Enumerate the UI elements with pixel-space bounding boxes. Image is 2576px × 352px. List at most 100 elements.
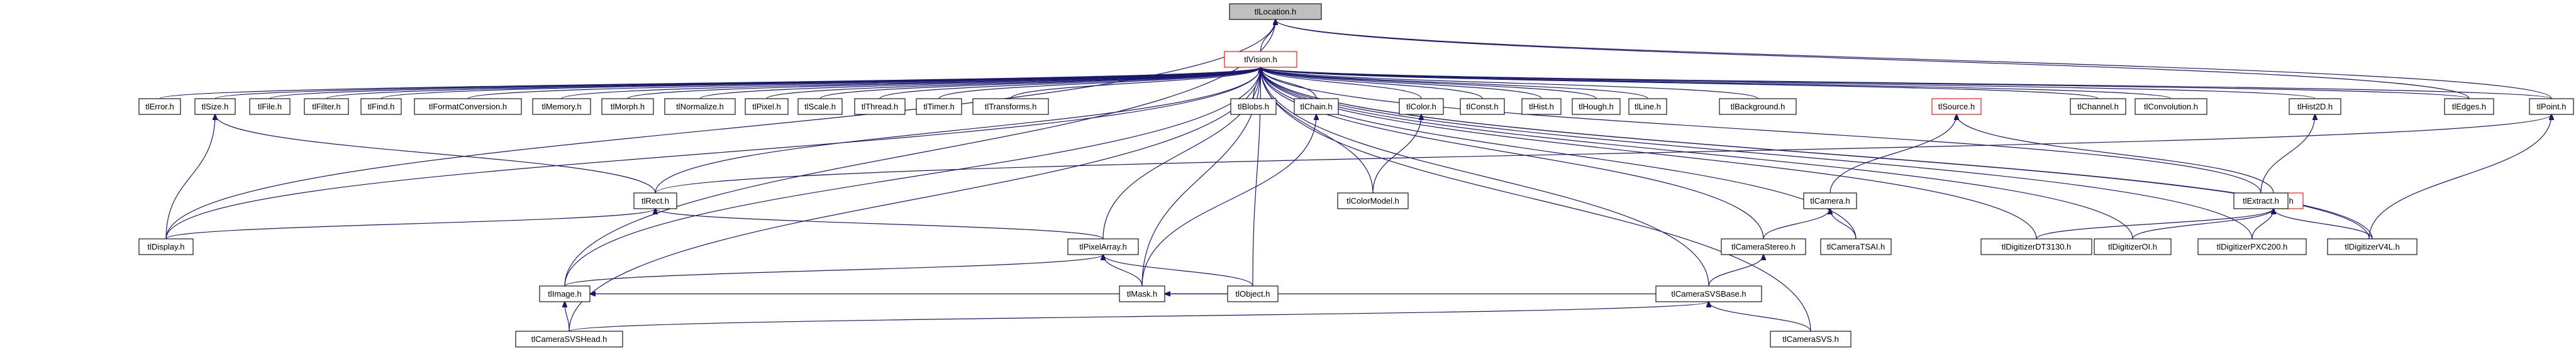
node-tl-mask[interactable]: tlMask.h	[1119, 285, 1165, 302]
node-box[interactable]	[360, 98, 402, 115]
node-box[interactable]	[194, 98, 236, 115]
node-box[interactable]	[304, 98, 349, 115]
node-box[interactable]	[745, 98, 789, 115]
node-tl-digitizer-v4-l[interactable]: tlDigitizerV4L.h	[2327, 238, 2418, 255]
node-tl-hist[interactable]: tlHist.h	[1521, 98, 1562, 115]
node-tl-camera-svs-base[interactable]: tlCameraSVSBase.h	[1655, 285, 1762, 302]
node-box[interactable]	[2444, 98, 2494, 115]
node-box[interactable]	[1770, 331, 1852, 348]
node-box[interactable]	[1521, 98, 1562, 115]
node-tl-background[interactable]: tlBackground.h	[1719, 98, 1797, 115]
node-box[interactable]	[2197, 238, 2307, 255]
node-box[interactable]	[664, 98, 736, 115]
node-tl-thread[interactable]: tlThread.h	[854, 98, 906, 115]
node-box[interactable]	[1224, 51, 1297, 68]
node-box[interactable]	[2529, 98, 2574, 115]
node-tl-pixel[interactable]: tlPixel.h	[745, 98, 789, 115]
node-tl-format-conversion[interactable]: tlFormatConversion.h	[414, 98, 522, 115]
node-box[interactable]	[539, 285, 591, 302]
node-tl-camera-svs-head[interactable]: tlCameraSVSHead.h	[515, 331, 623, 348]
node-label: tlDigitizerPXC200.h	[2217, 242, 2288, 251]
node-box[interactable]	[1227, 285, 1279, 302]
node-tl-source[interactable]: tlSource.h	[1931, 98, 1982, 115]
node-tl-edges[interactable]: tlEdges.h	[2444, 98, 2494, 115]
node-box[interactable]	[249, 98, 291, 115]
node-tl-convolution[interactable]: tlConvolution.h	[2135, 98, 2207, 115]
edge-tl-display-to-tl-vision	[165, 67, 1261, 239]
node-tl-digitizer-dt3130[interactable]: tlDigitizerDT3130.h	[1980, 238, 2092, 255]
node-tl-digitizer-pxc200[interactable]: tlDigitizerPXC200.h	[2197, 238, 2307, 255]
node-box[interactable]	[1229, 3, 1322, 20]
node-tl-color[interactable]: tlColor.h	[1399, 98, 1444, 115]
node-tl-file[interactable]: tlFile.h	[249, 98, 291, 115]
node-box[interactable]	[2233, 192, 2289, 209]
node-tl-hough[interactable]: tlHough.h	[1572, 98, 1621, 115]
node-box[interactable]	[854, 98, 906, 115]
node-box[interactable]	[1119, 285, 1165, 302]
node-box[interactable]	[1294, 98, 1339, 115]
node-tl-object[interactable]: tlObject.h	[1227, 285, 1279, 302]
node-tl-display[interactable]: tlDisplay.h	[138, 238, 194, 255]
node-tl-find[interactable]: tlFind.h	[360, 98, 402, 115]
node-tl-extract[interactable]: tlExtract.h	[2233, 192, 2289, 209]
node-box[interactable]	[1572, 98, 1621, 115]
node-tl-memory[interactable]: tlMemory.h	[532, 98, 591, 115]
node-tl-transforms[interactable]: tlTransforms.h	[972, 98, 1049, 115]
node-tl-image[interactable]: tlImage.h	[539, 285, 591, 302]
node-box[interactable]	[972, 98, 1049, 115]
node-box[interactable]	[1460, 98, 1505, 115]
node-tl-pixel-array[interactable]: tlPixelArray.h	[1067, 238, 1139, 255]
node-box[interactable]	[515, 331, 623, 348]
node-tl-camera-tsai[interactable]: tlCameraTSAI.h	[1820, 238, 1892, 255]
node-label: tlLocation.h	[1255, 7, 1297, 16]
node-box[interactable]	[1655, 285, 1762, 302]
node-box[interactable]	[1399, 98, 1444, 115]
node-tl-normalize[interactable]: tlNormalize.h	[664, 98, 736, 115]
node-box[interactable]	[2070, 98, 2126, 115]
node-tl-location[interactable]: tlLocation.h	[1229, 3, 1322, 20]
node-box[interactable]	[414, 98, 522, 115]
node-box[interactable]	[1980, 238, 2092, 255]
node-tl-size[interactable]: tlSize.h	[194, 98, 236, 115]
node-box[interactable]	[1820, 238, 1892, 255]
node-tl-scale[interactable]: tlScale.h	[797, 98, 843, 115]
node-box[interactable]	[1067, 238, 1139, 255]
node-tl-point[interactable]: tlPoint.h	[2529, 98, 2574, 115]
node-tl-camera-stereo[interactable]: tlCameraStereo.h	[1721, 238, 1806, 255]
node-tl-blobs[interactable]: tlBlobs.h	[1230, 98, 1277, 115]
node-box[interactable]	[1230, 98, 1277, 115]
node-tl-error[interactable]: tlError.h	[138, 98, 181, 115]
node-tl-camera-svs[interactable]: tlCameraSVS.h	[1770, 331, 1852, 348]
node-tl-filter[interactable]: tlFilter.h	[304, 98, 349, 115]
node-box[interactable]	[138, 98, 181, 115]
node-label: tlExtract.h	[2243, 196, 2279, 206]
node-tl-camera[interactable]: tlCamera.h	[1803, 192, 1857, 209]
node-box[interactable]	[601, 98, 654, 115]
node-box[interactable]	[1931, 98, 1982, 115]
node-box[interactable]	[2094, 238, 2172, 255]
node-box[interactable]	[2289, 98, 2341, 115]
node-box[interactable]	[1803, 192, 1857, 209]
node-box[interactable]	[633, 192, 677, 209]
node-tl-morph[interactable]: tlMorph.h	[601, 98, 654, 115]
node-box[interactable]	[1628, 98, 1667, 115]
node-box[interactable]	[138, 238, 194, 255]
node-tl-chain[interactable]: tlChain.h	[1294, 98, 1339, 115]
node-box[interactable]	[916, 98, 962, 115]
node-box[interactable]	[797, 98, 843, 115]
node-tl-const[interactable]: tlConst.h	[1460, 98, 1505, 115]
node-tl-rect[interactable]: tlRect.h	[633, 192, 677, 209]
node-tl-color-model[interactable]: tlColorModel.h	[1337, 192, 1409, 209]
node-box[interactable]	[1337, 192, 1409, 209]
node-tl-line[interactable]: tlLine.h	[1628, 98, 1667, 115]
node-box[interactable]	[1721, 238, 1806, 255]
node-tl-vision[interactable]: tlVision.h	[1224, 51, 1297, 68]
node-box[interactable]	[532, 98, 591, 115]
node-box[interactable]	[2135, 98, 2207, 115]
node-box[interactable]	[2327, 238, 2418, 255]
node-tl-digitizer-oi[interactable]: tlDigitizerOI.h	[2094, 238, 2172, 255]
node-tl-channel[interactable]: tlChannel.h	[2070, 98, 2126, 115]
node-box[interactable]	[1719, 98, 1797, 115]
node-tl-hist2-d[interactable]: tlHist2D.h	[2289, 98, 2341, 115]
node-tl-timer[interactable]: tlTimer.h	[916, 98, 962, 115]
